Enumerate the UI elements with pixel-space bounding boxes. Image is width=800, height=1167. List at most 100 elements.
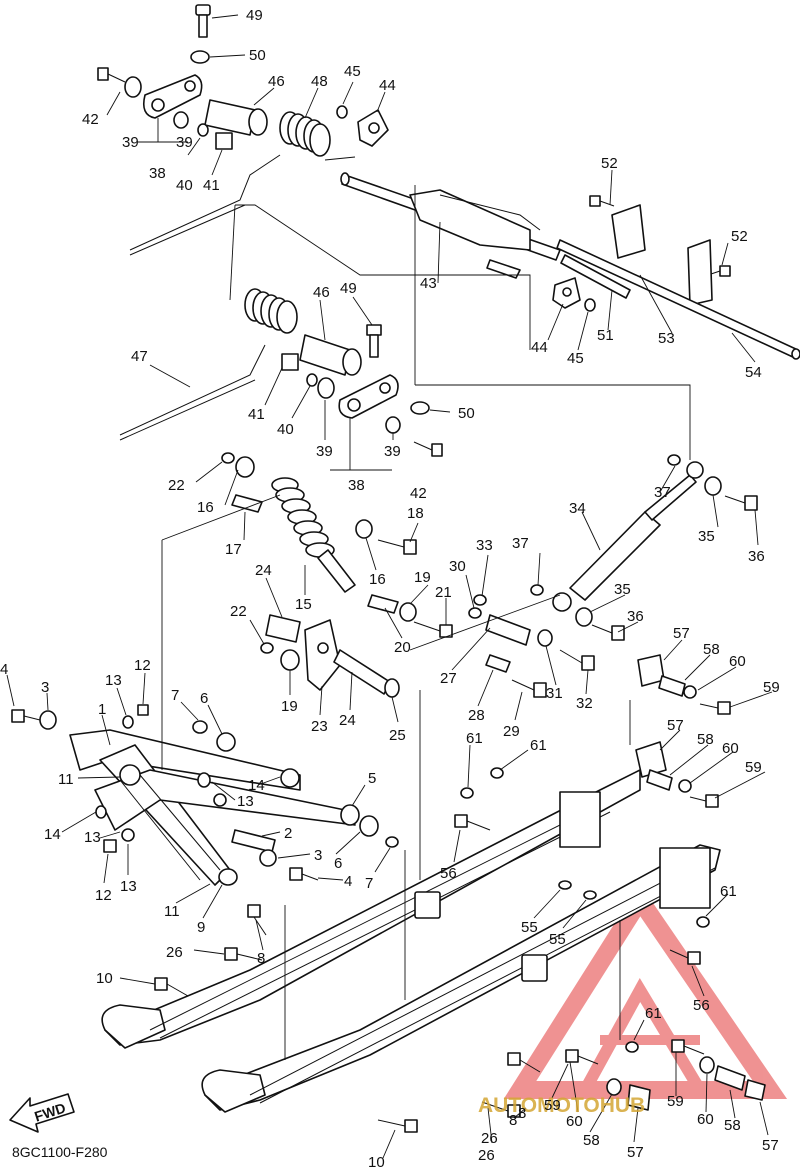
assembly-guide-lines bbox=[161, 185, 691, 1060]
callout-label: 46 bbox=[268, 73, 285, 90]
callout-label: 26 bbox=[478, 1147, 495, 1164]
callout-label: 59 bbox=[544, 1097, 561, 1114]
callout-label: 57 bbox=[667, 717, 684, 734]
callout-label: 7 bbox=[171, 687, 179, 704]
callout-label: 37 bbox=[654, 484, 671, 501]
callout-label: 36 bbox=[627, 608, 644, 625]
callout-label: 7 bbox=[365, 875, 373, 892]
callout-label: 8 bbox=[257, 950, 265, 967]
callout-label: 12 bbox=[95, 887, 112, 904]
callout-label: 14 bbox=[248, 777, 265, 794]
upper-arm-assembly bbox=[97, 4, 800, 457]
callout-label: 13 bbox=[105, 672, 122, 689]
callout-label: 54 bbox=[745, 364, 762, 381]
callout-label: 14 bbox=[44, 826, 61, 843]
callout-label: 8 bbox=[518, 1105, 526, 1122]
callout-label: 55 bbox=[521, 919, 538, 936]
callout-label: 28 bbox=[468, 707, 485, 724]
callout-label: 34 bbox=[569, 500, 586, 517]
callout-label: 60 bbox=[729, 653, 746, 670]
rail-hardware bbox=[154, 654, 766, 1133]
callout-label: 3 bbox=[314, 847, 322, 864]
callout-label: 3 bbox=[41, 679, 49, 696]
callout-labels: 49 50 42 46 48 45 44 39 39 38 40 41 52 5… bbox=[0, 7, 780, 1167]
callout-label: 42 bbox=[410, 485, 427, 502]
callout-label: 38 bbox=[149, 165, 166, 182]
callout-label: 2 bbox=[284, 825, 292, 842]
callout-label: 44 bbox=[531, 339, 548, 356]
shock-absorber-assembly bbox=[221, 452, 758, 698]
callout-label: 13 bbox=[120, 878, 137, 895]
callout-label: 60 bbox=[722, 740, 739, 757]
callout-label: 61 bbox=[466, 730, 483, 747]
callout-label: 61 bbox=[645, 1005, 662, 1022]
callout-label: 10 bbox=[368, 1154, 385, 1167]
callout-label: 48 bbox=[311, 73, 328, 90]
callout-label: 52 bbox=[601, 155, 618, 172]
callout-label: 56 bbox=[693, 997, 710, 1014]
callout-label: 20 bbox=[394, 639, 411, 656]
callout-label: 39 bbox=[176, 134, 193, 151]
svg-text:AUTOMOTOHUB: AUTOMOTOHUB bbox=[478, 1094, 645, 1117]
callout-label: 19 bbox=[414, 569, 431, 586]
callout-label: 57 bbox=[762, 1137, 779, 1154]
callout-label: 60 bbox=[566, 1113, 583, 1130]
callout-label: 40 bbox=[277, 421, 294, 438]
callout-label: 1 bbox=[98, 701, 106, 718]
callout-label: 49 bbox=[340, 280, 357, 297]
callout-label: 57 bbox=[673, 625, 690, 642]
callout-label: 58 bbox=[724, 1117, 741, 1134]
callout-label: 61 bbox=[530, 737, 547, 754]
callout-label: 6 bbox=[200, 690, 208, 707]
callout-label: 39 bbox=[384, 443, 401, 460]
callout-label: 32 bbox=[576, 695, 593, 712]
callout-label: 6 bbox=[334, 855, 342, 872]
callout-label: 8 bbox=[509, 1112, 517, 1129]
callout-label: 40 bbox=[176, 177, 193, 194]
callout-label: 44 bbox=[379, 77, 396, 94]
callout-label: 42 bbox=[82, 111, 99, 128]
callout-label: 45 bbox=[567, 350, 584, 367]
callout-label: 59 bbox=[745, 759, 762, 776]
slide-rail-left bbox=[101, 769, 641, 1049]
slide-rail-right bbox=[201, 844, 721, 1113]
callout-label: 12 bbox=[134, 657, 151, 674]
callout-label: 22 bbox=[168, 477, 185, 494]
callout-label: 30 bbox=[449, 558, 466, 575]
callout-label: 24 bbox=[339, 712, 356, 729]
callout-label: 27 bbox=[440, 670, 457, 687]
callout-label: 21 bbox=[435, 584, 452, 601]
callout-label: 45 bbox=[344, 63, 361, 80]
callout-label: 17 bbox=[225, 541, 242, 558]
callout-label: 37 bbox=[512, 535, 529, 552]
front-arm-assembly bbox=[11, 704, 399, 886]
callout-label: 49 bbox=[246, 7, 263, 24]
callout-label: 4 bbox=[344, 873, 352, 890]
callout-label: 61 bbox=[720, 883, 737, 900]
callout-label: 15 bbox=[295, 596, 312, 613]
callout-label: 56 bbox=[440, 865, 457, 882]
callout-label: 39 bbox=[122, 134, 139, 151]
callout-label: 23 bbox=[311, 718, 328, 735]
callout-label: 11 bbox=[164, 903, 180, 920]
callout-label: 35 bbox=[698, 528, 715, 545]
callout-label: 51 bbox=[597, 327, 614, 344]
callout-label: 26 bbox=[481, 1130, 498, 1147]
callout-label: 41 bbox=[248, 406, 265, 423]
callout-label: 13 bbox=[237, 793, 254, 810]
drawing-code: 8GC1100-F280 bbox=[12, 1144, 108, 1160]
callout-label: 50 bbox=[249, 47, 266, 64]
callout-label: 10 bbox=[96, 970, 113, 987]
callout-label: 46 bbox=[313, 284, 330, 301]
callout-label: 55 bbox=[549, 931, 566, 948]
callout-label: 33 bbox=[476, 537, 493, 554]
callout-label: 22 bbox=[230, 603, 247, 620]
callout-label: 59 bbox=[667, 1093, 684, 1110]
callout-label: 9 bbox=[197, 919, 205, 936]
callout-label: 53 bbox=[658, 330, 675, 347]
callout-label: 18 bbox=[407, 505, 424, 522]
callout-label: 43 bbox=[420, 275, 437, 292]
callout-label: 29 bbox=[503, 723, 520, 740]
callout-label: 35 bbox=[614, 581, 631, 598]
